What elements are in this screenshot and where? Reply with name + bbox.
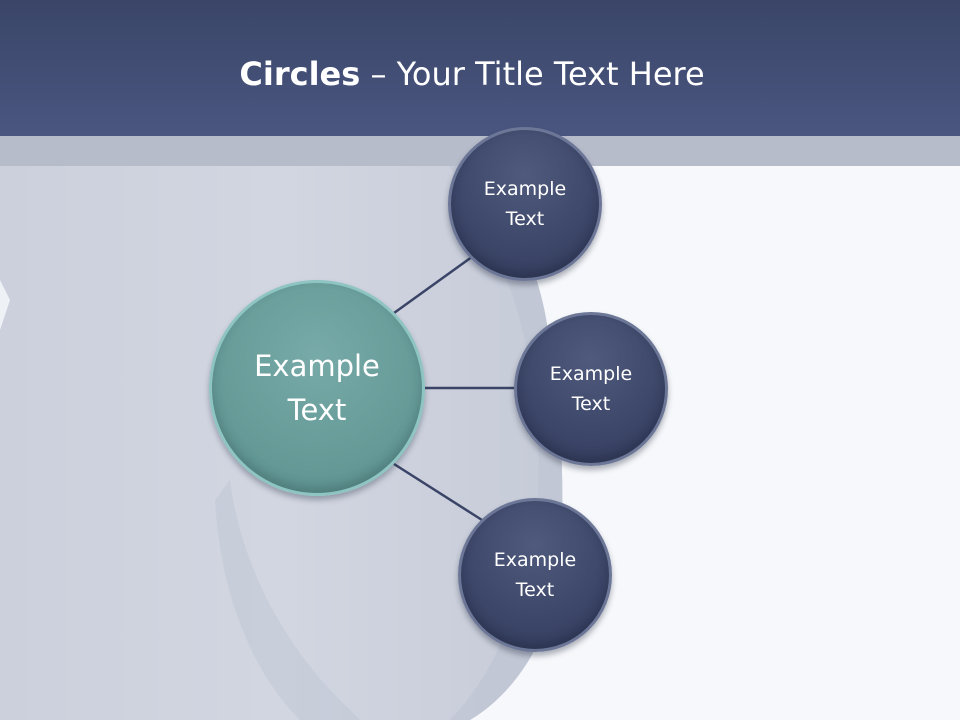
branch-circle-top-label: Example Text: [483, 178, 567, 230]
header-bar: [0, 0, 960, 136]
title-rest: – Your Title Text Here: [360, 55, 705, 93]
center-circle[interactable]: Example Text: [209, 280, 425, 496]
branch-circle-bottom-label: Example Text: [493, 549, 577, 601]
title-bold: Circles: [239, 55, 361, 93]
connector-bottom: [393, 462, 483, 522]
center-circle-label: Example Text: [254, 349, 380, 427]
branch-circle-bottom[interactable]: Example Text: [458, 498, 612, 652]
slide-title: Circles – Your Title Text Here: [0, 52, 944, 96]
connector-top: [393, 252, 477, 315]
branch-circle-middle-label: Example Text: [549, 363, 633, 415]
branch-circle-top[interactable]: Example Text: [448, 127, 602, 281]
branch-circle-middle[interactable]: Example Text: [514, 312, 668, 466]
